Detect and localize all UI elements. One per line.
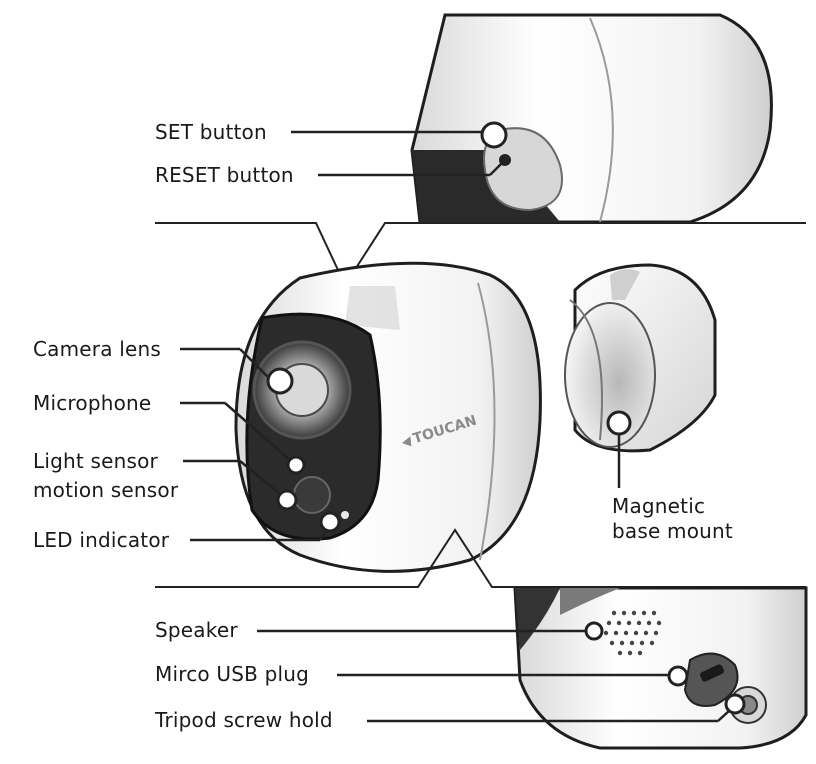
speaker-label: Speaker <box>155 618 238 642</box>
reset-button-label: RESET button <box>155 163 294 187</box>
magnet-icon <box>606 410 632 436</box>
camera-main-view: TOUCAN <box>234 261 542 573</box>
light-sensor-icon <box>276 489 298 511</box>
led-indicator-label: LED indicator <box>33 528 170 552</box>
base-mount-label: base mount <box>612 519 733 543</box>
camera-lens-label: Camera lens <box>33 337 162 361</box>
usb-plug-label: Mirco USB plug <box>155 662 310 686</box>
set-button-label: SET button <box>155 120 267 144</box>
tripod-hold-label: Tripod screw hold <box>155 708 333 732</box>
microphone-icon <box>286 455 306 475</box>
camera-lens-icon <box>266 367 294 395</box>
camera-top-view <box>410 13 773 224</box>
magnetic-base-mount-view <box>564 263 717 453</box>
usb-plug-icon <box>667 665 689 687</box>
tripod-screw-icon <box>724 693 746 715</box>
light-sensor-label: Light sensor <box>33 449 158 473</box>
set-button-icon <box>480 121 508 149</box>
led-indicator-icon <box>319 511 341 533</box>
microphone-label: Microphone <box>33 391 152 415</box>
speaker-icon <box>584 621 604 641</box>
camera-bottom-view <box>513 586 808 750</box>
motion-sensor-label: motion sensor <box>33 478 179 502</box>
speaker-grille-icon <box>603 610 662 656</box>
leader-lines <box>180 130 731 723</box>
magnetic-label: Magnetic <box>612 494 706 518</box>
